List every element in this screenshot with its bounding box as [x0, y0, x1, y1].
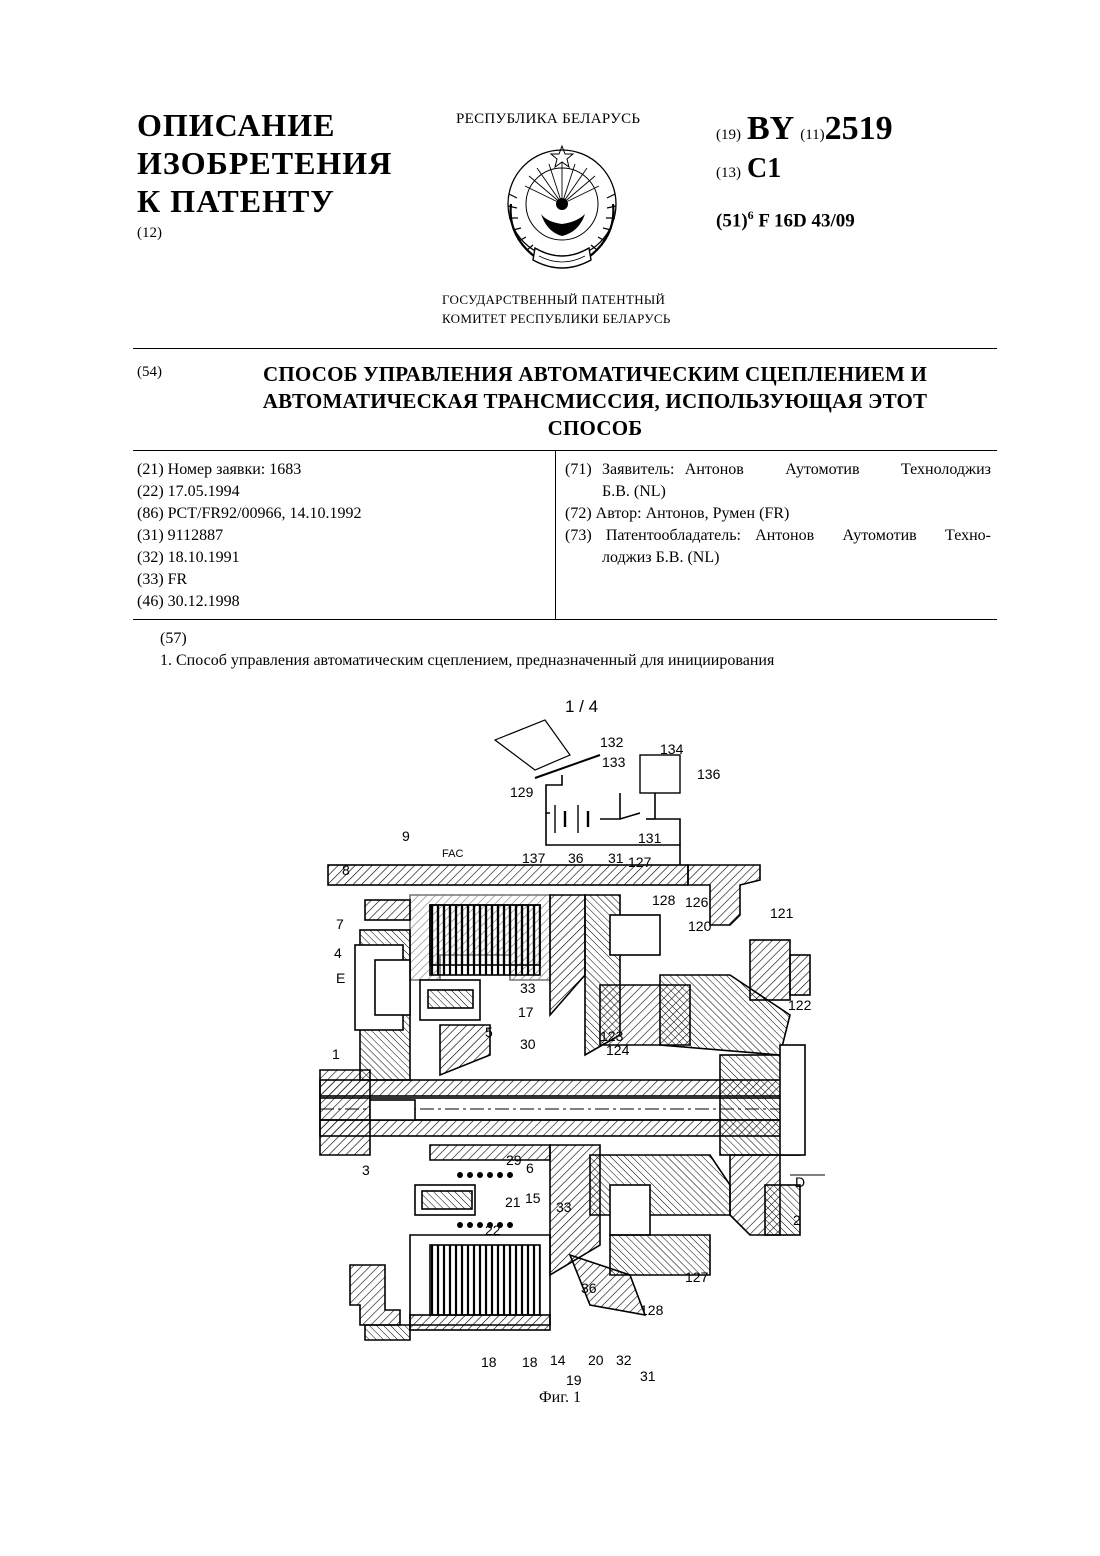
label-131: 131	[638, 830, 662, 846]
label-21: 21	[505, 1194, 521, 1210]
label-8: 8	[342, 862, 350, 878]
invention-title-line: АВТОМАТИЧЕСКАЯ ТРАНСМИССИЯ, ИСПОЛЬЗУЮЩАЯ…	[200, 388, 990, 415]
document-title-line: ИЗОБРЕТЕНИЯ	[137, 144, 392, 182]
document-title-line: ОПИСАНИЕ	[137, 106, 392, 144]
patent-number: 2519	[825, 110, 893, 147]
committee-line-2: КОМИТЕТ РЕСПУБЛИКИ БЕЛАРУСЬ	[442, 311, 671, 327]
label-128-top: 128	[652, 892, 676, 908]
divider-top	[133, 348, 997, 349]
applicant-line: Б.В. (NL)	[565, 481, 991, 503]
label-18-right: 18	[522, 1354, 538, 1370]
owner-line: лоджиз Б.В. (NL)	[565, 547, 991, 569]
author-line: (72) Автор: Антонов, Румен (FR)	[565, 503, 991, 525]
biblio-item: (32) 18.10.1991	[137, 547, 361, 569]
label-20: 20	[588, 1352, 604, 1368]
label-2: 2	[793, 1212, 801, 1228]
biblio-left: (21) Номер заявки: 1683 (22) 17.05.1994 …	[137, 459, 361, 613]
label-124: 124	[606, 1042, 630, 1058]
label-15: 15	[525, 1190, 541, 1206]
biblio-item: (31) 9112887	[137, 525, 361, 547]
label-127-bottom: 127	[685, 1269, 709, 1285]
code-12: (12)	[137, 225, 162, 242]
republic-label: РЕСПУБЛИКА БЕЛАРУСЬ	[456, 111, 640, 128]
label-22: 22	[485, 1222, 501, 1238]
label-121: 121	[770, 905, 794, 921]
document-title: ОПИСАНИЕ ИЗОБРЕТЕНИЯ К ПАТЕНТУ	[137, 106, 392, 220]
clutch-drawing: 132 133 134 136 129 131 9 FAC 137 36 31 …	[310, 715, 830, 1395]
label-31-top: 31	[608, 850, 624, 866]
ipc-classification: (51)6 F 16D 43/09	[716, 208, 855, 232]
ipc-class: F 16D 43/09	[758, 210, 854, 231]
label-127-top: 127	[628, 854, 652, 870]
label-e: E	[336, 970, 345, 986]
code-54: (54)	[137, 364, 162, 381]
kind-value: C1	[747, 153, 781, 184]
label-33-top: 33	[520, 980, 536, 996]
code-11: (11)	[800, 127, 824, 143]
biblio-item: (22) 17.05.1994	[137, 481, 361, 503]
label-33-bottom: 33	[556, 1199, 572, 1215]
label-136: 136	[697, 766, 721, 782]
label-128-bottom: 128	[640, 1302, 664, 1318]
label-126: 126	[685, 894, 709, 910]
ipc-edition: 6	[748, 208, 754, 222]
figure-caption: Фиг. 1	[539, 1389, 581, 1407]
label-18-left: 18	[481, 1354, 497, 1370]
sheet-number: 1 / 4	[565, 697, 598, 717]
claim-text: 1. Способ управления автоматическим сцеп…	[160, 652, 774, 670]
label-17: 17	[518, 1004, 534, 1020]
label-120: 120	[688, 918, 712, 934]
label-122: 122	[788, 997, 812, 1013]
label-7: 7	[336, 916, 344, 932]
label-36-top: 36	[568, 850, 584, 866]
biblio-right: (71) Заявитель: Антонов Аутомотив Технол…	[565, 459, 991, 569]
label-9: 9	[402, 828, 410, 844]
label-19: 19	[566, 1372, 582, 1388]
label-3: 3	[362, 1162, 370, 1178]
biblio-item: (33) FR	[137, 569, 361, 591]
coat-of-arms-emblem	[497, 144, 627, 276]
label-29: 29	[506, 1152, 522, 1168]
applicant-line: (71) Заявитель: Антонов Аутомотив Технол…	[565, 459, 991, 481]
label-30: 30	[520, 1036, 536, 1052]
divider-biblio-top	[133, 450, 997, 451]
label-31-bottom: 31	[640, 1368, 656, 1384]
label-36-bottom: 36	[581, 1280, 597, 1296]
label-14: 14	[550, 1352, 566, 1368]
label-32: 32	[616, 1352, 632, 1368]
divider-biblio-middle	[555, 450, 556, 619]
code-13: (13)	[716, 165, 741, 181]
biblio-item: (86) PCT/FR92/00966, 14.10.1992	[137, 503, 361, 525]
code-19: (19)	[716, 127, 741, 143]
code-51: (51)	[716, 210, 748, 231]
label-134: 134	[660, 741, 684, 757]
label-6: 6	[526, 1160, 534, 1176]
invention-title-line: СПОСОБ	[200, 415, 990, 442]
publication-number: (19) BY (11)2519	[716, 110, 893, 148]
label-1: 1	[332, 1046, 340, 1062]
invention-title-line: СПОСОБ УПРАВЛЕНИЯ АВТОМАТИЧЕСКИМ СЦЕПЛЕН…	[200, 361, 990, 388]
committee-line-1: ГОСУДАРСТВЕННЫЙ ПАТЕНТНЫЙ	[442, 292, 665, 308]
invention-title: СПОСОБ УПРАВЛЕНИЯ АВТОМАТИЧЕСКИМ СЦЕПЛЕН…	[200, 361, 990, 442]
country-code: BY	[747, 110, 794, 147]
label-4: 4	[334, 945, 342, 961]
label-d: D	[795, 1174, 805, 1190]
label-137: 137	[522, 850, 546, 866]
kind-code: (13) C1	[716, 153, 781, 185]
label-132: 132	[600, 734, 624, 750]
label-fac: FAC	[442, 848, 463, 860]
label-133: 133	[602, 754, 626, 770]
label-5: 5	[485, 1024, 493, 1040]
biblio-item: (46) 30.12.1998	[137, 591, 361, 613]
code-57: (57)	[160, 630, 187, 648]
document-title-line: К ПАТЕНТУ	[137, 182, 392, 220]
divider-biblio-bottom	[133, 619, 997, 620]
biblio-item: (21) Номер заявки: 1683	[137, 459, 361, 481]
owner-line: (73) Патентообладатель: Антонов Аутомоти…	[565, 525, 991, 547]
label-129: 129	[510, 784, 534, 800]
